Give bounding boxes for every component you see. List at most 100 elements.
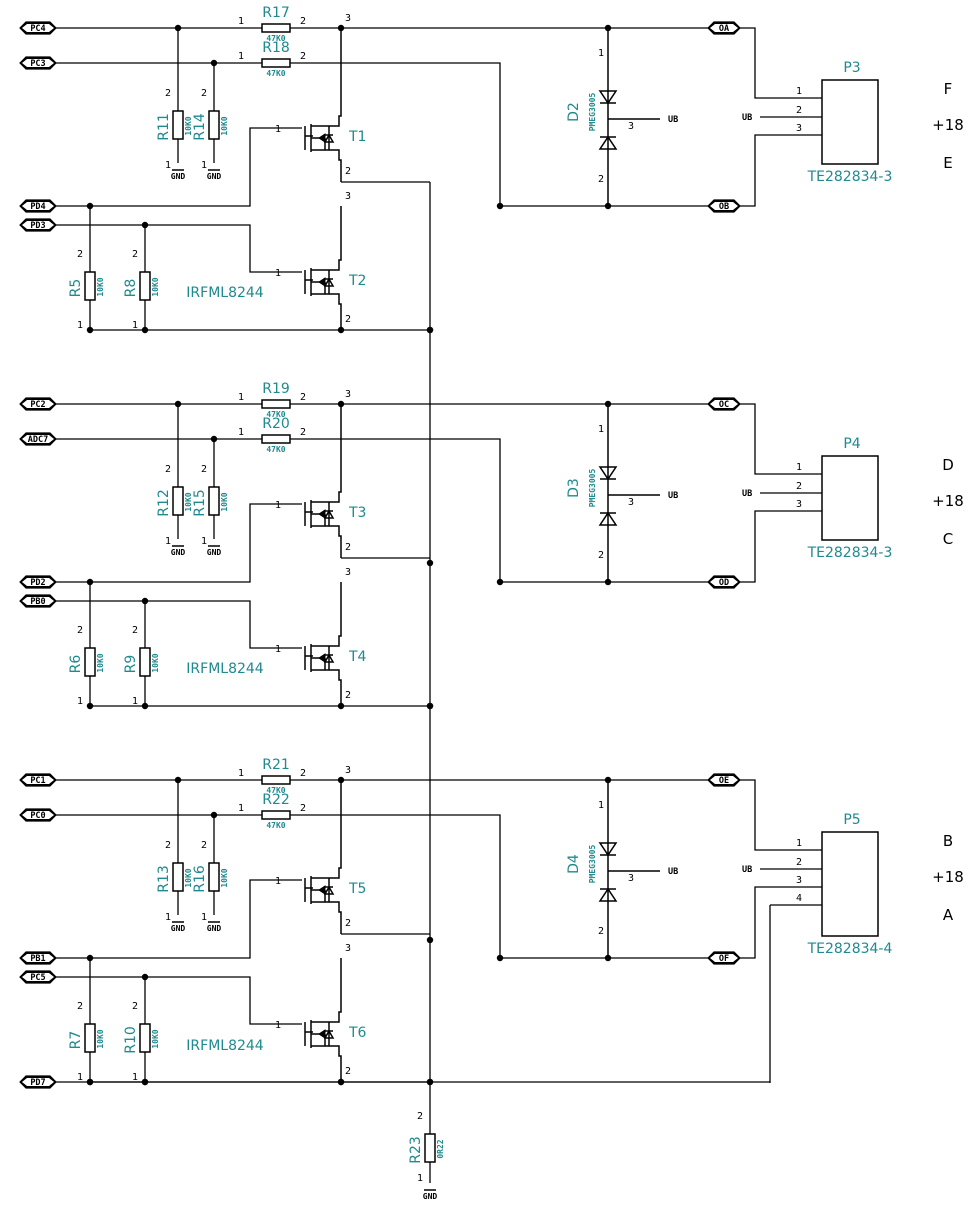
port-label: PD7 bbox=[30, 1078, 45, 1088]
diode-upper bbox=[598, 466, 618, 481]
body-diode bbox=[323, 1029, 335, 1039]
port-adc7: ADC7 bbox=[19, 432, 57, 446]
resistor-body bbox=[208, 110, 220, 140]
port-label: OB bbox=[719, 202, 729, 212]
resistor-body bbox=[208, 862, 220, 892]
wire bbox=[56, 814, 501, 958]
port-pd4: PD4 bbox=[19, 199, 57, 213]
port-label: OC bbox=[719, 400, 729, 410]
pin-number: 2 bbox=[300, 51, 306, 62]
source bbox=[311, 525, 342, 558]
pin-number: 1 bbox=[275, 268, 281, 279]
port-pc5: PC5 bbox=[19, 970, 57, 984]
port-flag-inner bbox=[22, 221, 54, 229]
pin-number: 1 bbox=[238, 427, 244, 438]
pin-number: 2 bbox=[165, 840, 171, 851]
junction-dot bbox=[210, 59, 218, 67]
body-diode bbox=[323, 133, 335, 143]
pin-number: 2 bbox=[132, 1001, 138, 1012]
pin-number: 1 bbox=[201, 160, 207, 171]
wire bbox=[56, 600, 302, 649]
connector-p3 bbox=[821, 79, 879, 165]
pin-number: 2 bbox=[77, 625, 83, 636]
gnd-label: GND bbox=[207, 172, 222, 181]
resistor-value: 47K0 bbox=[266, 786, 285, 795]
resistor-value: 10K0 bbox=[96, 1029, 105, 1048]
junction-dot bbox=[174, 400, 182, 408]
body-diode bbox=[323, 653, 335, 663]
resistor-ref: R20 bbox=[262, 416, 290, 432]
port-pc3: PC3 bbox=[19, 56, 57, 70]
resistor-body bbox=[84, 647, 96, 677]
ub-label: UB bbox=[742, 865, 752, 875]
port-oe: OE bbox=[707, 773, 741, 787]
resistor-body bbox=[261, 399, 291, 409]
port-label: OA bbox=[719, 24, 729, 34]
diode-value: PMEG3005 bbox=[588, 845, 597, 884]
resistor-ref: R18 bbox=[262, 40, 290, 56]
resistor-ref: R5 bbox=[68, 279, 84, 298]
diode-value: PMEG3005 bbox=[588, 93, 597, 132]
diode-lower bbox=[598, 135, 618, 150]
diode-ref: D2 bbox=[566, 102, 582, 122]
wire bbox=[740, 779, 822, 851]
port-pb0: PB0 bbox=[19, 594, 57, 608]
pin-number: 3 bbox=[345, 13, 351, 24]
pin-number: 2 bbox=[345, 918, 351, 929]
junction-dot bbox=[141, 326, 149, 334]
junction-dot bbox=[86, 1078, 94, 1086]
pin-number: 2 bbox=[796, 481, 802, 492]
resistor-ref: R11 bbox=[156, 113, 172, 141]
port-label: PC5 bbox=[30, 973, 45, 983]
wire bbox=[56, 1081, 771, 1083]
body-diode bbox=[323, 885, 335, 895]
port-flag-inner bbox=[710, 776, 738, 784]
port-flag-inner bbox=[22, 578, 54, 586]
port-flag-inner bbox=[710, 202, 738, 210]
pin-number: 1 bbox=[201, 912, 207, 923]
resistor-ref: R6 bbox=[68, 655, 84, 674]
mosfet-part: IRFML8244 bbox=[186, 285, 264, 301]
port-oa: OA bbox=[707, 21, 741, 35]
port-oc: OC bbox=[707, 397, 741, 411]
port-flag-inner bbox=[22, 24, 54, 32]
connector-ref: P4 bbox=[843, 436, 860, 452]
pin-number: 1 bbox=[275, 644, 281, 655]
pin-number: 2 bbox=[77, 249, 83, 260]
pin-number: 3 bbox=[345, 765, 351, 776]
body-diode bbox=[323, 277, 335, 287]
pin-number: 3 bbox=[628, 121, 634, 132]
gnd-label: GND bbox=[171, 548, 186, 557]
junction-dot bbox=[426, 936, 434, 944]
resistor-value: 10K0 bbox=[151, 653, 160, 672]
pin-number: 2 bbox=[300, 16, 306, 27]
pin-number: 3 bbox=[345, 943, 351, 954]
pin-number: 3 bbox=[628, 873, 634, 884]
drain bbox=[311, 958, 342, 1023]
pin-number: 1 bbox=[132, 1072, 138, 1083]
source bbox=[311, 669, 342, 706]
port-label: PB0 bbox=[30, 597, 45, 607]
junction-dot bbox=[496, 954, 504, 962]
resistor-body bbox=[424, 1133, 436, 1163]
resistor-ref: R22 bbox=[262, 792, 290, 808]
pin-number: 3 bbox=[345, 567, 351, 578]
ub-label: UB bbox=[742, 489, 752, 499]
pin-number: 1 bbox=[238, 16, 244, 27]
wire bbox=[56, 224, 302, 273]
resistor-body bbox=[261, 23, 291, 33]
resistor-ref: R8 bbox=[123, 279, 139, 298]
junction-dot bbox=[141, 702, 149, 710]
port-pc2: PC2 bbox=[19, 397, 57, 411]
diode-ref: D3 bbox=[566, 478, 582, 498]
wire bbox=[740, 134, 822, 207]
resistor-body bbox=[261, 810, 291, 820]
body-arrow bbox=[318, 277, 326, 287]
side-label: +18 bbox=[932, 868, 964, 886]
mosfet-ref: T5 bbox=[348, 881, 366, 897]
connector-body bbox=[821, 79, 879, 165]
connector-part: TE282834-3 bbox=[807, 545, 893, 561]
resistor-body bbox=[84, 271, 96, 301]
mosfet-ref: T4 bbox=[348, 649, 367, 665]
junction-dot bbox=[174, 776, 182, 784]
